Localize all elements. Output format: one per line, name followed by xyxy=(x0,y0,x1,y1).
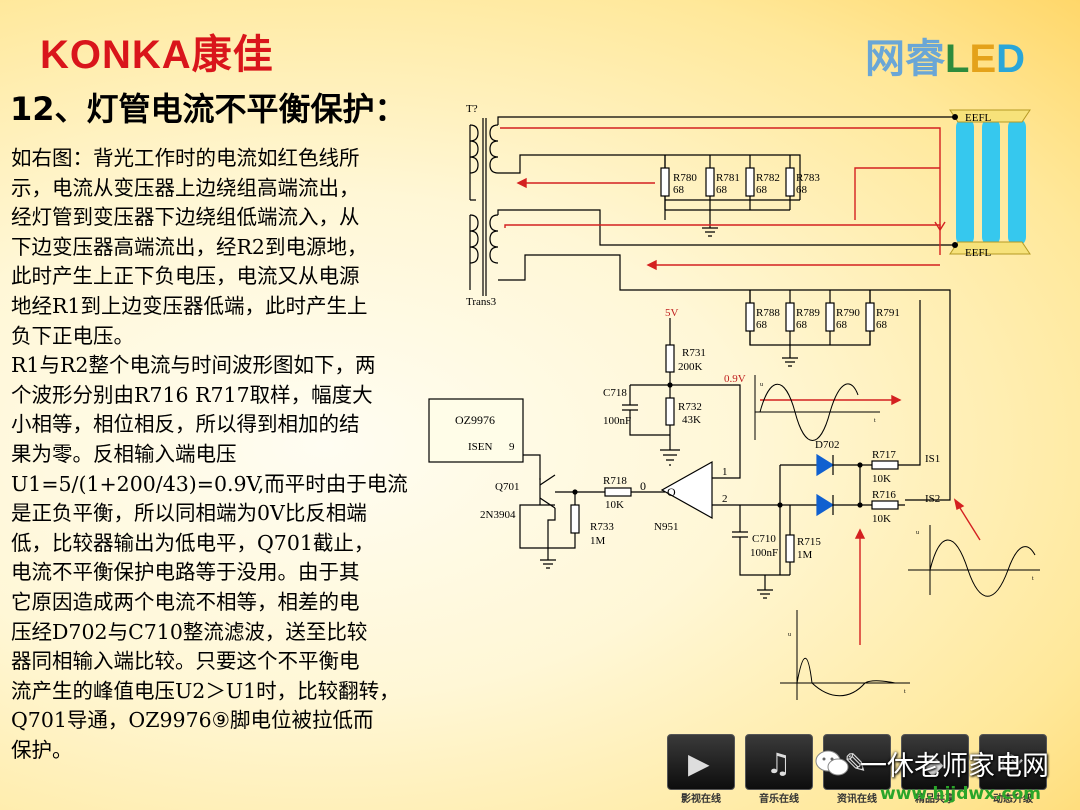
news-icon: ✎ xyxy=(844,747,868,780)
watermark-url: www.hjjdwx.com xyxy=(880,784,1042,804)
tile-share-label: 精品共享 xyxy=(915,794,955,805)
r733-ref: R733 xyxy=(590,521,614,533)
r715-val: 1M xyxy=(797,549,813,561)
r783-val: 68 xyxy=(796,184,808,196)
ic-pin-number: 9 xyxy=(509,441,515,453)
lamp-bottom-label: EEFL xyxy=(965,247,992,259)
slide-title: 12、灯管电流不平衡保护： xyxy=(10,90,407,128)
r731-val: 200K xyxy=(678,361,703,373)
comparator-pin1: 1 xyxy=(722,466,728,478)
r780-val: 68 xyxy=(673,184,685,196)
r732-val: 43K xyxy=(682,414,701,426)
konka-logo: KONKA康佳 xyxy=(40,33,274,77)
paragraph-2: R1与R2整个电流与时间波形图如下，两 个波形分别由R716 R717取样，幅度… xyxy=(11,353,408,762)
waveform-1: u t xyxy=(754,375,880,441)
comparator-n951 xyxy=(660,460,780,520)
tile-news-label: 资讯在线 xyxy=(837,794,877,805)
paragraph-1: 如右图：背光工作时的电流如红色线所 示，电流从变压器上边绕组高端流出， 经灯管到… xyxy=(11,146,368,348)
top-resistor-bank xyxy=(660,155,795,237)
r717-val: 10K xyxy=(872,473,891,485)
c718-val: 100nF xyxy=(603,415,631,427)
explanation-text: 如右图：背光工作时的电流如红色线所 示，电流从变压器上边绕组高端流出， 经灯管到… xyxy=(11,144,451,765)
tile-movies-label: 影视在线 xyxy=(681,794,721,805)
waveform-3: u t xyxy=(780,610,910,700)
current-path-red xyxy=(500,127,981,645)
node-zero: 0 xyxy=(640,479,646,493)
partner-logo: 网睿LED xyxy=(865,37,1026,81)
waveform-1-axis-u: u xyxy=(760,382,763,388)
waveform-3-axis-u: u xyxy=(788,632,791,638)
is1-label: IS1 xyxy=(925,453,940,465)
q701-stage xyxy=(519,454,665,569)
bottom-resistor-bank xyxy=(745,290,875,367)
d702-ref: D702 xyxy=(815,439,839,451)
r731-ref: R731 xyxy=(682,347,706,359)
tile-update-label: 动态升级 xyxy=(993,794,1033,805)
c710-val: 100nF xyxy=(750,547,778,559)
r733-val: 1M xyxy=(590,535,606,547)
transformer-label: T? xyxy=(466,103,478,115)
r788-val: 68 xyxy=(756,319,768,331)
waveform-2-axis-u: u xyxy=(916,530,919,536)
r716-val: 10K xyxy=(872,513,891,525)
clapperboard-icon: ▶ xyxy=(688,747,710,780)
r716-ref: R716 xyxy=(872,489,896,501)
waveform-2: u t xyxy=(908,525,1040,597)
r791-ref: R791 xyxy=(876,307,900,319)
rectifier-stage xyxy=(732,300,921,599)
r788-ref: R788 xyxy=(756,307,780,319)
r790-ref: R790 xyxy=(836,307,860,319)
r781-ref: R781 xyxy=(716,172,740,184)
r791-val: 68 xyxy=(876,319,888,331)
supply-label: 5V xyxy=(665,307,679,319)
waveform-2-axis-t: t xyxy=(1032,576,1034,582)
music-icon: ♫ xyxy=(766,747,792,780)
r718-val: 10K xyxy=(605,499,624,511)
tile-share[interactable]: ◆ xyxy=(901,734,969,790)
tile-update[interactable]: ⟳ xyxy=(979,734,1047,790)
wechat-icon xyxy=(815,750,849,776)
share-icon: ◆ xyxy=(922,747,944,780)
r715-ref: R715 xyxy=(797,536,821,548)
ic-pin-name: ISEN xyxy=(468,441,493,453)
update-icon: ⟳ xyxy=(1000,747,1024,780)
divider-network xyxy=(622,318,741,479)
waveform-1-axis-t: t xyxy=(874,418,876,424)
r782-ref: R782 xyxy=(756,172,780,184)
q701-ref: Q701 xyxy=(495,481,519,493)
r783-ref: R783 xyxy=(796,172,820,184)
waveform-3-axis-t: t xyxy=(904,689,906,695)
tile-music-label: 音乐在线 xyxy=(759,794,799,805)
tile-music[interactable]: ♫ xyxy=(745,734,813,790)
c718-ref: C718 xyxy=(603,387,627,399)
comparator-ref: N951 xyxy=(654,521,678,533)
u1-voltage: 0.9V xyxy=(724,373,746,385)
r789-ref: R789 xyxy=(796,307,820,319)
transformer: T? Trans3 xyxy=(466,103,499,308)
tile-movies[interactable]: ▶ xyxy=(667,734,735,790)
transformer-name: Trans3 xyxy=(466,296,497,308)
is2-label: IS2 xyxy=(925,493,940,505)
ic-oz9976: OZ9976 ISEN 9 xyxy=(428,398,524,463)
q701-type: 2N3904 xyxy=(480,509,516,521)
r717-ref: R717 xyxy=(872,449,896,461)
ccfl-lamps: EEFL EEFL xyxy=(949,109,1031,259)
watermark-text: 一休老师家电网 xyxy=(860,751,1049,782)
lamp-top-label: EEFL xyxy=(965,112,992,124)
r780-ref: R780 xyxy=(673,172,697,184)
r732-ref: R732 xyxy=(678,401,702,413)
ic-name: OZ9976 xyxy=(455,413,495,427)
r781-val: 68 xyxy=(716,184,728,196)
r718-ref: R718 xyxy=(603,475,627,487)
r789-val: 68 xyxy=(796,319,808,331)
r790-val: 68 xyxy=(836,319,848,331)
comparator-pin2: 2 xyxy=(722,493,728,505)
r782-val: 68 xyxy=(756,184,768,196)
c710-ref: C710 xyxy=(752,533,776,545)
comparator-mark: O xyxy=(667,485,676,499)
